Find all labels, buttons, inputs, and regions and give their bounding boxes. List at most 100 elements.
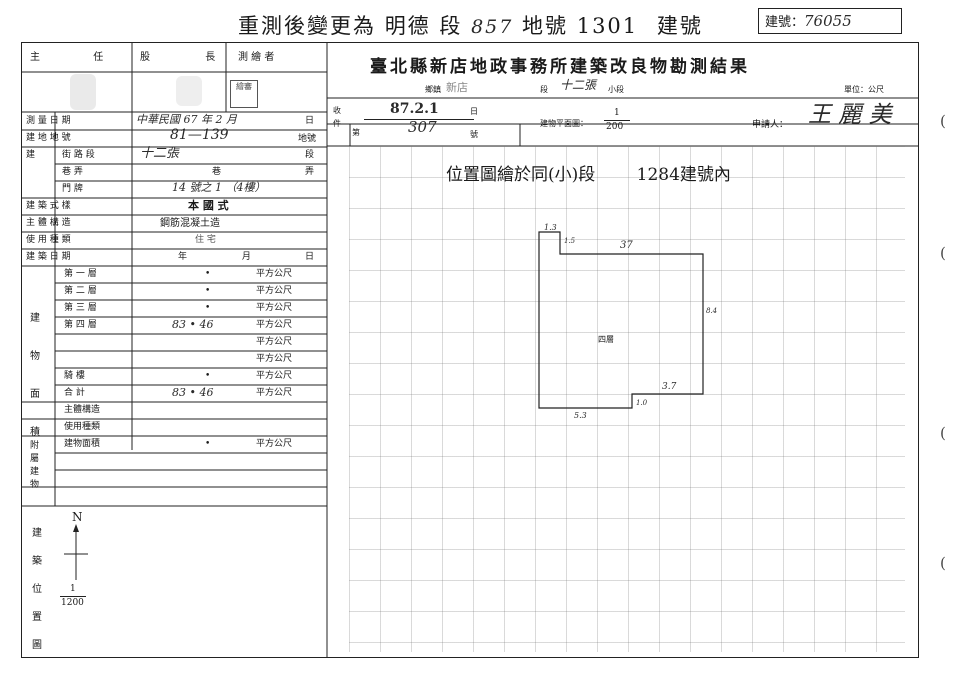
- floor-unit: 平方公尺: [256, 269, 293, 279]
- side-char: 建: [30, 467, 40, 477]
- row-build-date: 建 築 日 期: [26, 252, 71, 262]
- director-char-2: 任: [93, 52, 104, 63]
- floor-row: 第 四 層: [64, 320, 97, 330]
- floor-row: 第 一 層: [64, 269, 97, 279]
- stamp-label: 建號：: [765, 15, 805, 30]
- margin-mark: (: [940, 244, 946, 262]
- floor-dot: •: [205, 269, 211, 279]
- side-char: 圖: [32, 640, 42, 651]
- title-duan: 段: [439, 14, 463, 38]
- receive-day: 日: [470, 107, 478, 116]
- receive-rule: [364, 119, 474, 120]
- row-survey-date-value: 中華民國 67 年 2 月: [136, 113, 237, 126]
- applicant-label: 申請人：: [752, 120, 789, 130]
- floor-label: 四層: [598, 335, 614, 344]
- plan-note: 位置圖繪於同(小)段 1284建號內: [446, 160, 731, 185]
- title-section: 明德: [384, 14, 431, 38]
- surveyor-stamp: 繪審: [230, 80, 258, 108]
- floor-dot: •: [205, 286, 211, 296]
- annex-area-dot: •: [205, 439, 211, 449]
- floor-row-total: 合 計: [64, 388, 85, 398]
- chief-char-2: 長: [205, 52, 216, 63]
- duan-label: 段: [540, 85, 548, 94]
- row-usage-value: 住 宅: [195, 235, 216, 245]
- north-label: N: [72, 510, 83, 524]
- seal-mark: [70, 74, 96, 110]
- floor-row: 第 二 層: [64, 286, 97, 296]
- north-arrow-icon: [64, 524, 88, 580]
- row-usage: 使 用 種 類: [26, 235, 71, 245]
- director-char-1: 主: [30, 52, 40, 63]
- floor-unit: 平方公尺: [256, 354, 293, 364]
- form-frame: [21, 42, 919, 658]
- side-char: 屬: [30, 454, 40, 464]
- side-label-annex: 附 屬 建 物: [30, 440, 40, 492]
- land-number-2: 1301: [576, 14, 639, 38]
- margin-mark: (: [940, 554, 946, 572]
- plan-scale-num: 1: [614, 108, 620, 118]
- dim-top-small: 1.3: [544, 223, 557, 232]
- receive-date: 87.2.1: [390, 101, 439, 117]
- plan-scale-den: 200: [606, 122, 624, 132]
- receive-no: 307: [408, 118, 437, 136]
- row-style-value: 本 國 式: [188, 199, 229, 212]
- floor-unit: 平方公尺: [256, 320, 293, 330]
- margin-mark: (: [940, 424, 946, 442]
- building-no-stamp: 建號：76055: [758, 8, 902, 34]
- floor-value: 83 • 46: [172, 318, 214, 331]
- header-director: 主 任: [30, 52, 103, 63]
- side-char: 面: [30, 389, 40, 400]
- floor-total-value: 83 • 46: [172, 386, 214, 399]
- floor-unit: 平方公尺: [256, 337, 293, 347]
- location-scale-den: 1200: [61, 598, 84, 608]
- header-chief: 股 長: [140, 52, 215, 63]
- title-prefix: 重測後變更為: [238, 14, 376, 38]
- floor-dot: •: [205, 371, 211, 381]
- applicant-name: 王 麗 美: [808, 102, 892, 128]
- side-char: 附: [30, 441, 40, 451]
- dim-notch: 1.5: [564, 237, 576, 245]
- row-doorplate-value: 14 號之 1 （4樓）: [172, 181, 266, 194]
- annex-structure: 主體構造: [64, 405, 101, 415]
- side-char: 積: [30, 427, 40, 438]
- side-char: 物: [30, 480, 40, 490]
- building-no-label: 建號: [656, 14, 703, 38]
- row-survey-date: 測 量 日 期: [26, 116, 71, 127]
- row-land-no: 建 地 地 號: [26, 133, 71, 143]
- floor-unit: 平方公尺: [256, 286, 293, 296]
- plan-grid: [349, 146, 905, 652]
- dim-top: 37: [620, 240, 633, 251]
- office-title: 臺北縣新店地政事務所建築改良物勘測結果: [370, 57, 750, 77]
- side-char: 置: [32, 612, 42, 623]
- receive-label: 收件: [333, 106, 341, 128]
- title-line: 重測後變更為 明德 段 857 地號 1301 建號: [238, 10, 703, 40]
- side-char: 物: [30, 351, 40, 362]
- plan-note-text: 位置圖繪於同(小)段: [446, 165, 596, 185]
- row-build-date-tail: 日: [305, 252, 315, 262]
- row-lane-value: 巷: [212, 167, 222, 177]
- row-street: 街 路 段: [62, 150, 95, 160]
- row-lane-tail: 弄: [305, 167, 315, 177]
- location-scale-num: 1: [70, 584, 76, 594]
- duan-value: 十二張: [560, 78, 597, 92]
- dim-step-v: 1.0: [636, 399, 648, 407]
- annex-area-unit: 平方公尺: [256, 439, 293, 449]
- receive-no-suffix: 號: [470, 130, 478, 139]
- header-surveyor: 測 繪 者: [238, 52, 275, 63]
- row-street-tail: 段: [305, 150, 315, 160]
- row-lane: 巷 弄: [62, 167, 83, 177]
- dim-bottom: 5.3: [574, 411, 587, 420]
- side-char: 築: [32, 556, 42, 567]
- floor-unit: 平方公尺: [256, 303, 293, 313]
- floor-row-arcade: 騎 樓: [64, 371, 85, 381]
- floor-unit: 平方公尺: [256, 388, 293, 398]
- side-char: 建: [30, 313, 40, 324]
- row-structure: 主 體 構 造: [26, 218, 71, 228]
- floor-dot: •: [205, 303, 211, 313]
- dim-right: 8.4: [706, 307, 718, 315]
- district-value: 新店: [446, 81, 468, 94]
- location-scale-bar: [60, 596, 86, 597]
- row-land-no-value: 81—139: [170, 127, 229, 143]
